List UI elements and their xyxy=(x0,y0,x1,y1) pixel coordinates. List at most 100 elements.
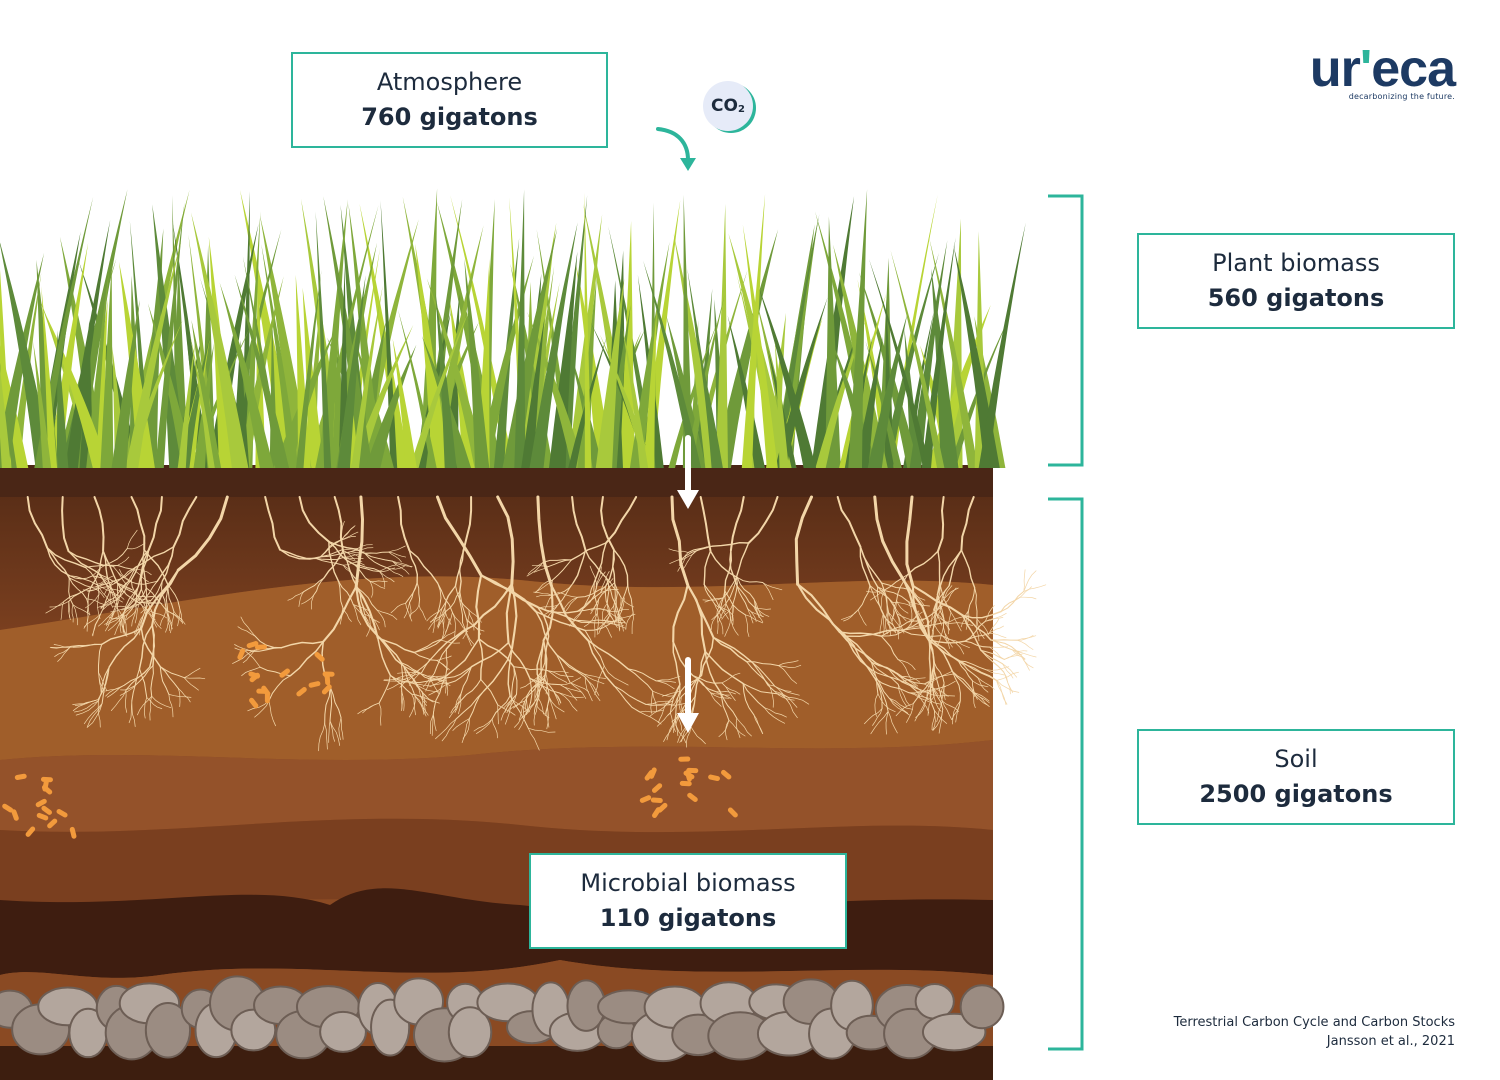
root-strand xyxy=(965,664,998,681)
root-strand xyxy=(536,606,550,648)
root-strand xyxy=(715,691,736,695)
root-strand xyxy=(388,551,402,563)
root-strand xyxy=(870,589,886,601)
soil-layer-3 xyxy=(0,740,993,833)
root-strand xyxy=(496,495,515,586)
root-strand xyxy=(620,596,622,613)
root-strand xyxy=(140,549,150,590)
root-strand xyxy=(329,686,333,722)
root-strand xyxy=(502,693,517,709)
root-strand xyxy=(352,604,362,625)
grass-blade xyxy=(315,211,332,468)
root-strand xyxy=(877,693,896,713)
root-strand xyxy=(570,609,584,627)
grass-blade xyxy=(409,308,470,468)
root-strand xyxy=(902,579,927,632)
root-strand xyxy=(941,682,945,701)
root-strand xyxy=(901,629,943,637)
root-strand xyxy=(873,495,906,583)
root-strand xyxy=(544,677,550,708)
root-strand xyxy=(569,609,584,627)
root-strand xyxy=(613,548,629,586)
root-strand xyxy=(897,659,911,679)
root-strand xyxy=(68,577,92,588)
root-strand xyxy=(379,571,386,588)
logo-word-main: ur xyxy=(1309,40,1361,98)
root-strand xyxy=(138,624,153,670)
grass-blade xyxy=(713,229,779,468)
root-strand xyxy=(150,665,154,697)
root-strand xyxy=(961,614,982,652)
root-strand xyxy=(97,643,103,673)
root-strand xyxy=(461,718,470,743)
root-strand xyxy=(645,704,674,706)
root-strand xyxy=(69,575,93,580)
root-strand xyxy=(547,670,574,677)
root-strand xyxy=(319,551,352,558)
root-strand xyxy=(664,683,681,708)
root-strand xyxy=(100,597,114,610)
root-strand xyxy=(504,698,513,725)
microbe xyxy=(727,807,738,818)
root-strand xyxy=(968,587,976,612)
root-strand xyxy=(497,704,499,725)
root-strand xyxy=(45,601,65,614)
root-strand xyxy=(753,606,770,617)
root-strand xyxy=(888,697,910,716)
stone-layer xyxy=(0,975,1005,1063)
grass-blade xyxy=(242,256,283,468)
root-strand xyxy=(870,711,889,735)
root-strand xyxy=(551,582,574,596)
root-strand xyxy=(437,624,475,652)
root-strand xyxy=(843,609,859,622)
root-strand xyxy=(996,680,1008,705)
root-strand xyxy=(764,707,787,718)
grass-blade xyxy=(348,203,382,468)
root-strand xyxy=(108,627,143,668)
root-strand xyxy=(1019,586,1032,598)
microbe xyxy=(249,697,259,709)
root-strand xyxy=(704,597,724,603)
root-strand xyxy=(984,612,1007,622)
microbe xyxy=(40,776,53,783)
root-strand xyxy=(972,680,989,688)
root-strand xyxy=(441,718,457,742)
root-strand xyxy=(550,579,554,600)
root-strand xyxy=(324,686,331,725)
root-strand xyxy=(328,540,340,583)
root-strand xyxy=(165,609,173,630)
root-strand xyxy=(907,611,923,623)
root-strand xyxy=(130,580,158,585)
root-strand xyxy=(177,688,191,703)
root-strand xyxy=(46,547,86,568)
root-strand xyxy=(247,700,270,712)
root-strand xyxy=(147,496,163,551)
microbe xyxy=(14,773,27,780)
root-strand xyxy=(264,496,281,551)
root-strand xyxy=(49,600,70,608)
microbe xyxy=(650,797,663,803)
root-strand xyxy=(473,718,493,732)
root-strand xyxy=(590,598,600,612)
root-strand xyxy=(960,610,969,628)
root-strand xyxy=(442,607,446,627)
root-strand xyxy=(60,601,65,620)
root-strand xyxy=(778,660,799,666)
root-strand xyxy=(594,612,598,638)
microbe xyxy=(35,798,47,808)
root-strand xyxy=(965,610,970,630)
stone xyxy=(144,1002,192,1059)
root-strand xyxy=(595,614,611,631)
root-strand xyxy=(933,585,950,610)
microbe xyxy=(254,644,267,650)
root-strand xyxy=(948,549,963,587)
root-strand xyxy=(338,580,354,605)
microbe xyxy=(687,792,698,803)
root-strand xyxy=(582,581,595,610)
root-strand xyxy=(159,665,170,695)
root-strand xyxy=(906,703,914,723)
atmosphere-label-box: Atmosphere 760 gigatons xyxy=(291,52,608,148)
root-strand xyxy=(416,582,421,606)
root-strand xyxy=(518,700,526,721)
root-strand xyxy=(836,496,862,548)
